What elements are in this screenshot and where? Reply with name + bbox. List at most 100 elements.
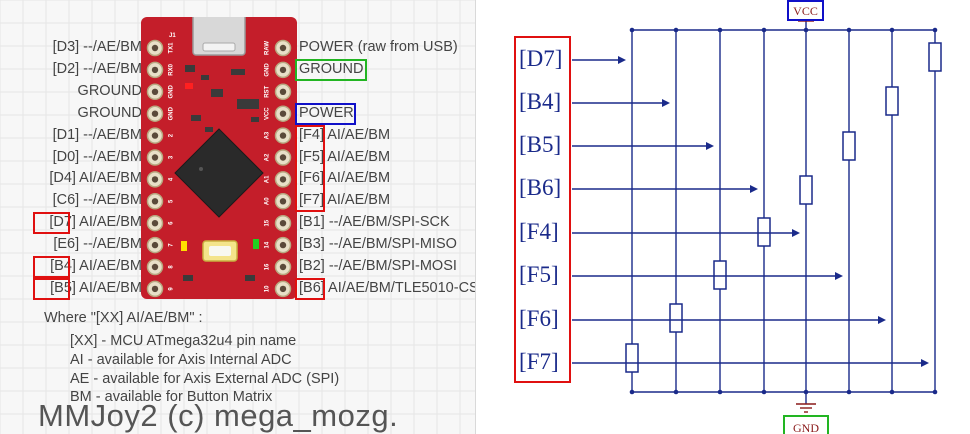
wiper-arrow <box>618 56 626 64</box>
right-pin-label: [F5] AI/AE/BM <box>299 148 391 165</box>
legend-line-4: BM - available for Button Matrix <box>70 389 273 405</box>
smd-component <box>191 115 201 121</box>
board-pin-label: A3 <box>265 131 271 139</box>
right-pin-label: [F6] AI/AE/BM <box>299 170 391 187</box>
legend-line-1: [XX] - MCU ATmega32u4 pin name <box>70 333 297 349</box>
smd-component <box>201 75 209 80</box>
right-pin-label: [B3] --/AE/BM/SPI-MISO <box>299 236 457 253</box>
pin-hole <box>151 285 159 293</box>
pin-hole <box>279 66 287 74</box>
panel-divider <box>475 0 476 434</box>
junction-dot <box>629 27 635 33</box>
signal-label: [F6] <box>519 306 559 331</box>
pin-highlight-box <box>33 277 70 300</box>
smd-component <box>237 99 259 109</box>
pin-hole <box>279 241 287 249</box>
board-pin-label: RAW <box>265 41 271 55</box>
board-pin-label: RST <box>265 85 271 97</box>
left-pin-label: [D7] AI/AE/BM <box>49 214 142 231</box>
schematic-panel: VCC GND [D7][B4][B5][B6][F4][F5][F6][F7] <box>476 0 970 434</box>
wiper-arrow <box>835 272 843 280</box>
potentiometer-body <box>842 131 856 161</box>
yellow-led <box>181 241 187 251</box>
credit-text: MMJoy2 (c) mega_mozg. <box>38 398 399 433</box>
pin-hole <box>279 198 287 205</box>
pin-hole <box>151 198 159 205</box>
left-pin-label: [D0] --/AE/BM <box>52 148 142 165</box>
gnd-highlight-box <box>783 415 829 434</box>
pin-hole <box>279 220 287 227</box>
pin-hole <box>151 66 159 74</box>
right-pin-label: [B1] --/AE/BM/SPI-SCK <box>299 214 450 231</box>
pin-highlight-box <box>33 256 70 278</box>
pin-hole <box>279 285 287 293</box>
pin-hole <box>151 88 159 96</box>
board-pin-label: 3 <box>169 155 175 159</box>
junction-dot <box>932 389 938 395</box>
usb-port <box>202 42 236 52</box>
board-pin-label: 6 <box>169 221 175 225</box>
left-pin-label: [C6] --/AE/BM <box>52 192 142 209</box>
board-corner-label: J1 <box>169 33 176 39</box>
left-pin-label: [D3] --/AE/BM <box>52 39 142 55</box>
pin-hole <box>151 154 159 161</box>
potentiometer-body <box>669 303 683 333</box>
vcc-label: VCC <box>793 4 818 18</box>
b6-highlight-box <box>295 277 325 300</box>
board-pin-label: 10 <box>265 285 271 292</box>
signals-highlight-box <box>514 36 571 383</box>
pin-hole <box>279 110 287 117</box>
potentiometer-body <box>757 217 771 247</box>
pin-hole <box>151 241 159 249</box>
board-pin-label: 9 <box>169 287 175 291</box>
junction-dot <box>673 27 679 33</box>
potentiometer-body <box>885 86 899 116</box>
board-pin-label: TX1 <box>169 42 175 54</box>
signal-label: [F5] <box>519 262 559 287</box>
board-pin-label: 15 <box>265 219 271 226</box>
pin-hole <box>279 263 287 271</box>
signal-label: [F7] <box>519 349 559 374</box>
pin-hole <box>151 220 159 227</box>
smd-component <box>245 275 255 281</box>
reset-button-face <box>209 246 231 256</box>
wiper-arrow <box>792 229 800 237</box>
potentiometer-body <box>928 42 942 72</box>
potentiometer-body <box>625 343 639 373</box>
junction-dot <box>889 389 895 395</box>
signal-label: [B6] <box>519 175 562 200</box>
legend-line-2: AI - available for Axis Internal ADC <box>70 352 292 368</box>
pin-hole <box>279 88 287 96</box>
left-pin-label: [D1] --/AE/BM <box>52 126 142 143</box>
board-pin-label: 5 <box>169 199 175 203</box>
pin-hole <box>279 44 287 52</box>
wiper-arrow <box>750 185 758 193</box>
signal-label: [F4] <box>519 219 559 244</box>
legend-line-3: AE - available for Axis External ADC (SP… <box>70 371 340 387</box>
analog-pins-highlight-box <box>295 124 325 213</box>
potentiometer-schematic <box>572 20 942 413</box>
pin-hole <box>151 110 159 117</box>
pin-hole <box>279 132 287 139</box>
wiper-arrow <box>662 99 670 107</box>
left-pin-label: [E6] --/AE/BM <box>53 236 142 253</box>
board-pin-label: A1 <box>265 175 271 183</box>
junction-dot <box>717 389 723 395</box>
right-pin-label: GROUND <box>299 60 364 77</box>
board-pin-label: A0 <box>265 197 271 205</box>
left-pin-label: GROUND <box>77 104 142 121</box>
potentiometer-body <box>799 175 813 205</box>
board-pin-label: VCC <box>265 107 271 120</box>
pin-hole <box>279 154 287 161</box>
junction-dot <box>846 27 852 33</box>
pin-hole <box>151 44 159 52</box>
ground-highlight-box <box>295 58 367 81</box>
smd-component <box>205 127 213 132</box>
signal-label: [B4] <box>519 89 562 114</box>
board-pin-label: GND <box>265 63 271 77</box>
junction-dot <box>673 389 679 395</box>
gnd-label: GND <box>793 421 819 434</box>
wiper-arrow <box>921 359 929 367</box>
red-led <box>185 83 193 89</box>
